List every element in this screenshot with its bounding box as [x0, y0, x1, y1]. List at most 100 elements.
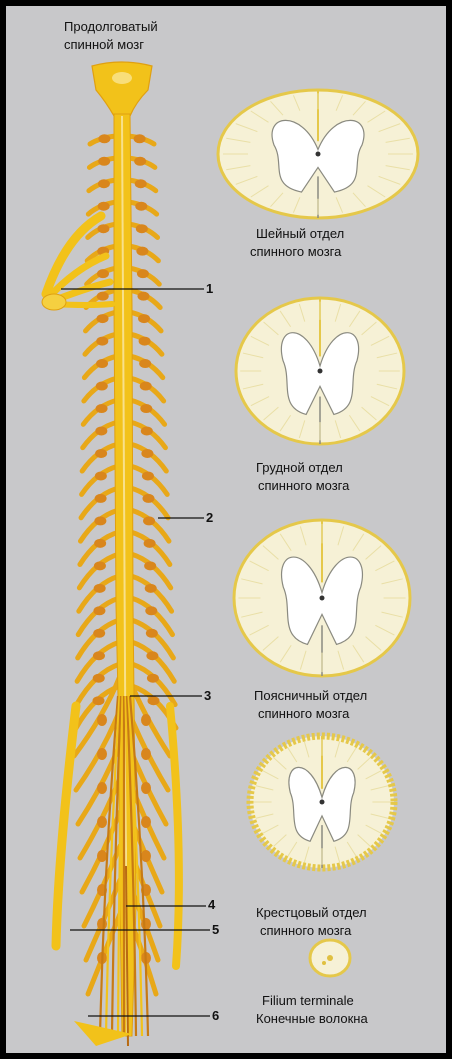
- spinal-ganglion: [145, 584, 157, 593]
- spinal-ganglion: [135, 179, 147, 188]
- spinal-ganglion: [142, 471, 154, 480]
- marker-6: 6: [212, 1008, 219, 1023]
- spinal-ganglion: [97, 918, 107, 930]
- spinal-ganglion: [141, 748, 151, 760]
- spinal-ganglion: [135, 202, 147, 211]
- medulla-label-line1: Продолговатый: [64, 18, 158, 35]
- spinal-ganglion: [94, 516, 106, 525]
- spinal-ganglion: [143, 516, 155, 525]
- spinal-ganglion: [139, 337, 151, 346]
- spinal-ganglion: [95, 426, 107, 435]
- spinal-ganglion: [144, 561, 156, 570]
- spinal-ganglion: [97, 782, 107, 794]
- marker-2: 2: [206, 510, 213, 525]
- anatomy-figure: Продолговатый спинной мозг Шейный отдел …: [6, 6, 446, 1053]
- spinal-ganglion: [148, 696, 160, 705]
- spinal-ganglion: [97, 714, 107, 726]
- cross-sections: [218, 90, 418, 976]
- spinal-ganglion: [142, 494, 154, 503]
- spinal-ganglion: [98, 202, 110, 211]
- filum-label-line2: Конечные волокна: [256, 1010, 368, 1027]
- spinal-ganglion: [141, 850, 151, 862]
- spinal-ganglion: [95, 449, 107, 458]
- spinal-ganglion: [93, 606, 105, 615]
- spinal-ganglion: [95, 494, 107, 503]
- spinal-ganglion: [98, 179, 110, 188]
- spinal-ganglion: [97, 748, 107, 760]
- thoracic-cross-section: [236, 298, 404, 444]
- spinal-ganglion: [94, 584, 106, 593]
- spinal-ganglion: [137, 269, 149, 278]
- spinal-ganglion: [141, 426, 153, 435]
- spinal-cord-illustration: [6, 6, 446, 1053]
- sacral-cross-section: [250, 736, 394, 868]
- spinal-ganglion: [97, 292, 109, 301]
- spinal-ganglion: [93, 696, 105, 705]
- spinal-ganglion: [140, 382, 152, 391]
- filum-cross-section: [310, 940, 350, 976]
- marker-3: 3: [204, 688, 211, 703]
- spinal-ganglion: [96, 404, 108, 413]
- spinal-ganglion: [93, 629, 105, 638]
- spinal-ganglion: [97, 314, 109, 323]
- spinal-ganglion: [134, 157, 146, 166]
- spinal-ganglion: [93, 651, 105, 660]
- spinal-ganglion: [137, 292, 149, 301]
- spinal-ganglion: [97, 816, 107, 828]
- spinal-ganglion: [97, 224, 109, 233]
- central-canal: [320, 800, 325, 805]
- spinal-ganglion: [139, 359, 151, 368]
- filum-core: [322, 961, 326, 965]
- lumbar-cross-section: [234, 520, 410, 676]
- spinal-ganglion: [141, 816, 151, 828]
- medulla-center: [112, 72, 132, 84]
- medulla-oblongata: [92, 62, 152, 116]
- spinal-ganglion: [145, 606, 157, 615]
- spinal-ganglion: [141, 782, 151, 794]
- spinal-ganglion: [146, 629, 158, 638]
- marker-5: 5: [212, 922, 219, 937]
- lumbar-label-line1: Поясничный отдел: [254, 687, 367, 704]
- spinal-ganglion: [94, 539, 106, 548]
- spinal-ganglion: [95, 471, 107, 480]
- spinal-ganglion: [141, 918, 151, 930]
- cervical-label-line2: спинного мозга: [250, 243, 341, 260]
- spinal-ganglion: [98, 134, 110, 143]
- spinal-ganglion: [96, 337, 108, 346]
- spinal-ganglion: [134, 134, 146, 143]
- sciatic-trunk: [170, 706, 179, 966]
- spinal-ganglion: [98, 157, 110, 166]
- spinal-ganglion: [136, 224, 148, 233]
- spinal-ganglion: [94, 561, 106, 570]
- spinal-ganglion: [141, 449, 153, 458]
- thoracic-label-line2: спинного мозга: [258, 477, 349, 494]
- cervical-label-line1: Шейный отдел: [256, 225, 344, 242]
- cauda-equina: [100, 696, 148, 1036]
- spinal-ganglion: [96, 359, 108, 368]
- spinal-ganglion: [144, 539, 156, 548]
- central-canal: [316, 152, 321, 157]
- spinal-ganglion: [138, 314, 150, 323]
- sciatic-trunk: [56, 706, 76, 946]
- sacral-label-line1: Крестцовый отдел: [256, 904, 367, 921]
- spinal-ganglion: [96, 382, 108, 391]
- spinal-ganglion: [93, 674, 105, 683]
- spinal-ganglion: [136, 247, 148, 256]
- central-canal: [320, 596, 325, 601]
- spinal-ganglion: [97, 850, 107, 862]
- marker-1: 1: [206, 281, 213, 296]
- spinal-ganglion: [140, 404, 152, 413]
- central-canal: [318, 369, 323, 374]
- spinal-ganglion: [97, 269, 109, 278]
- spinal-ganglion: [147, 674, 159, 683]
- filum-label-line1: Filium terminale: [262, 992, 354, 1009]
- marker-4: 4: [208, 897, 215, 912]
- filum-core: [327, 955, 333, 961]
- lumbar-label-line2: спинного мозга: [258, 705, 349, 722]
- spinal-ganglion: [146, 651, 158, 660]
- spinal-ganglion: [141, 714, 151, 726]
- medulla-label-line2: спинной мозг: [64, 36, 144, 53]
- cervical-cross-section: [218, 90, 418, 218]
- thoracic-label-line1: Грудной отдел: [256, 459, 343, 476]
- sacral-label-line2: спинного мозга: [260, 922, 351, 939]
